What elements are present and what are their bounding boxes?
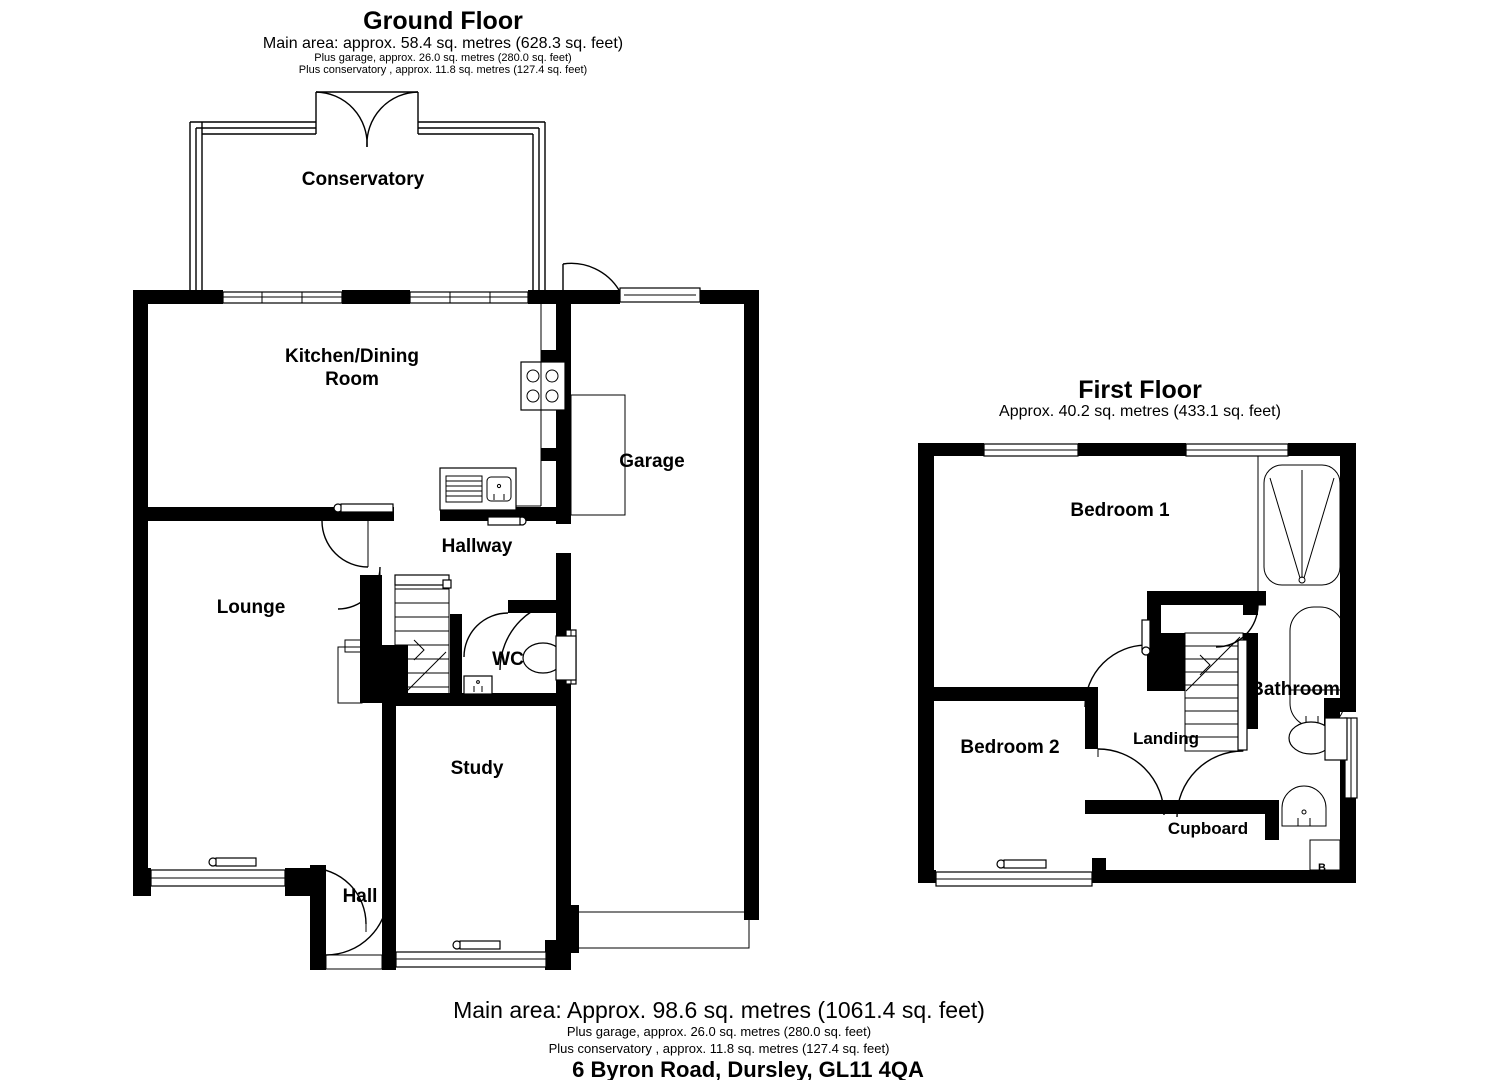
first-floor-title: First Floor	[1078, 376, 1202, 404]
room-label-bedroom-1: Bedroom 1	[1070, 500, 1170, 521]
first-floor-fixtures	[1257, 456, 1348, 871]
room-label-conservatory: Conservatory	[302, 169, 425, 190]
staircase-ground	[394, 574, 452, 704]
sink-fixture	[439, 467, 517, 511]
room-label-bedroom-2: Bedroom 2	[960, 737, 1059, 758]
room-label-hall: Hall	[343, 886, 378, 907]
shower-enclosure-fixture	[1257, 456, 1341, 591]
toilet-fixture	[522, 635, 577, 681]
room-label-kitchen-dining-line1: Kitchen/Dining	[285, 346, 419, 367]
ground-floor-conservatory-note: Plus conservatory , approx. 11.8 sq. met…	[299, 64, 587, 76]
room-label-cupboard: Cupboard	[1168, 819, 1248, 838]
room-label-lounge: Lounge	[217, 597, 286, 618]
basin-fixture	[463, 675, 493, 695]
ground-floor-main-area: Main area: approx. 58.4 sq. metres (628.…	[263, 35, 623, 52]
window-bedroom2-bottom	[935, 859, 1093, 887]
first-floor-area: Approx. 40.2 sq. metres (433.1 sq. feet)	[999, 403, 1281, 420]
ground-floor-doors	[309, 262, 620, 970]
footer-address: 6 Byron Road, Dursley, GL11 4QA	[572, 1057, 924, 1080]
footer-conservatory-note: Plus conservatory , approx. 11.8 sq. met…	[549, 1041, 890, 1056]
first-floor-windows	[935, 443, 1358, 887]
first-floor-plan: Bedroom 1 Bedroom 2 Landing Bathroom Cup…	[918, 443, 1358, 887]
window-study	[395, 940, 547, 968]
ground-floor-fixtures	[337, 303, 750, 949]
window-kitchen-left	[222, 291, 343, 304]
ground-floor-garage-note: Plus garage, approx. 26.0 sq. metres (28…	[314, 52, 571, 64]
room-label-landing: Landing	[1133, 729, 1199, 748]
basin-fixture-upper	[1281, 785, 1327, 827]
first-floor-walls	[918, 443, 1356, 883]
window-lounge-internal	[333, 503, 394, 513]
window-bathroom	[1344, 717, 1358, 799]
toilet-fixture-upper	[1288, 717, 1348, 761]
room-label-boiler: B	[1318, 862, 1326, 874]
hob-fixture	[520, 361, 566, 411]
first-floor-doors	[1084, 604, 1266, 818]
room-label-wc: WC	[492, 649, 524, 670]
window-hallway	[487, 516, 527, 526]
room-label-kitchen-dining-line2: Room	[325, 369, 379, 390]
room-label-garage: Garage	[619, 451, 684, 472]
room-label-hallway: Hallway	[442, 536, 513, 557]
staircase-first	[1184, 632, 1248, 752]
footer-garage-note: Plus garage, approx. 26.0 sq. metres (28…	[567, 1024, 871, 1039]
conservatory-structure	[189, 91, 546, 292]
window-lounge-bay	[150, 857, 286, 887]
ground-floor-title: Ground Floor	[363, 7, 523, 35]
window-bedroom1-right	[1185, 443, 1289, 457]
window-garage	[619, 287, 701, 303]
ground-floor-walls	[133, 290, 759, 970]
window-kitchen-right	[409, 291, 529, 304]
room-label-study: Study	[451, 758, 504, 779]
footer-main-area: Main area: Approx. 98.6 sq. metres (1061…	[453, 997, 985, 1023]
ground-floor-plan: Conservatory Kitchen/Dining Room Garage …	[133, 91, 759, 970]
room-label-bathroom: Bathroom	[1250, 679, 1340, 700]
window-bedroom1-left	[983, 443, 1079, 457]
